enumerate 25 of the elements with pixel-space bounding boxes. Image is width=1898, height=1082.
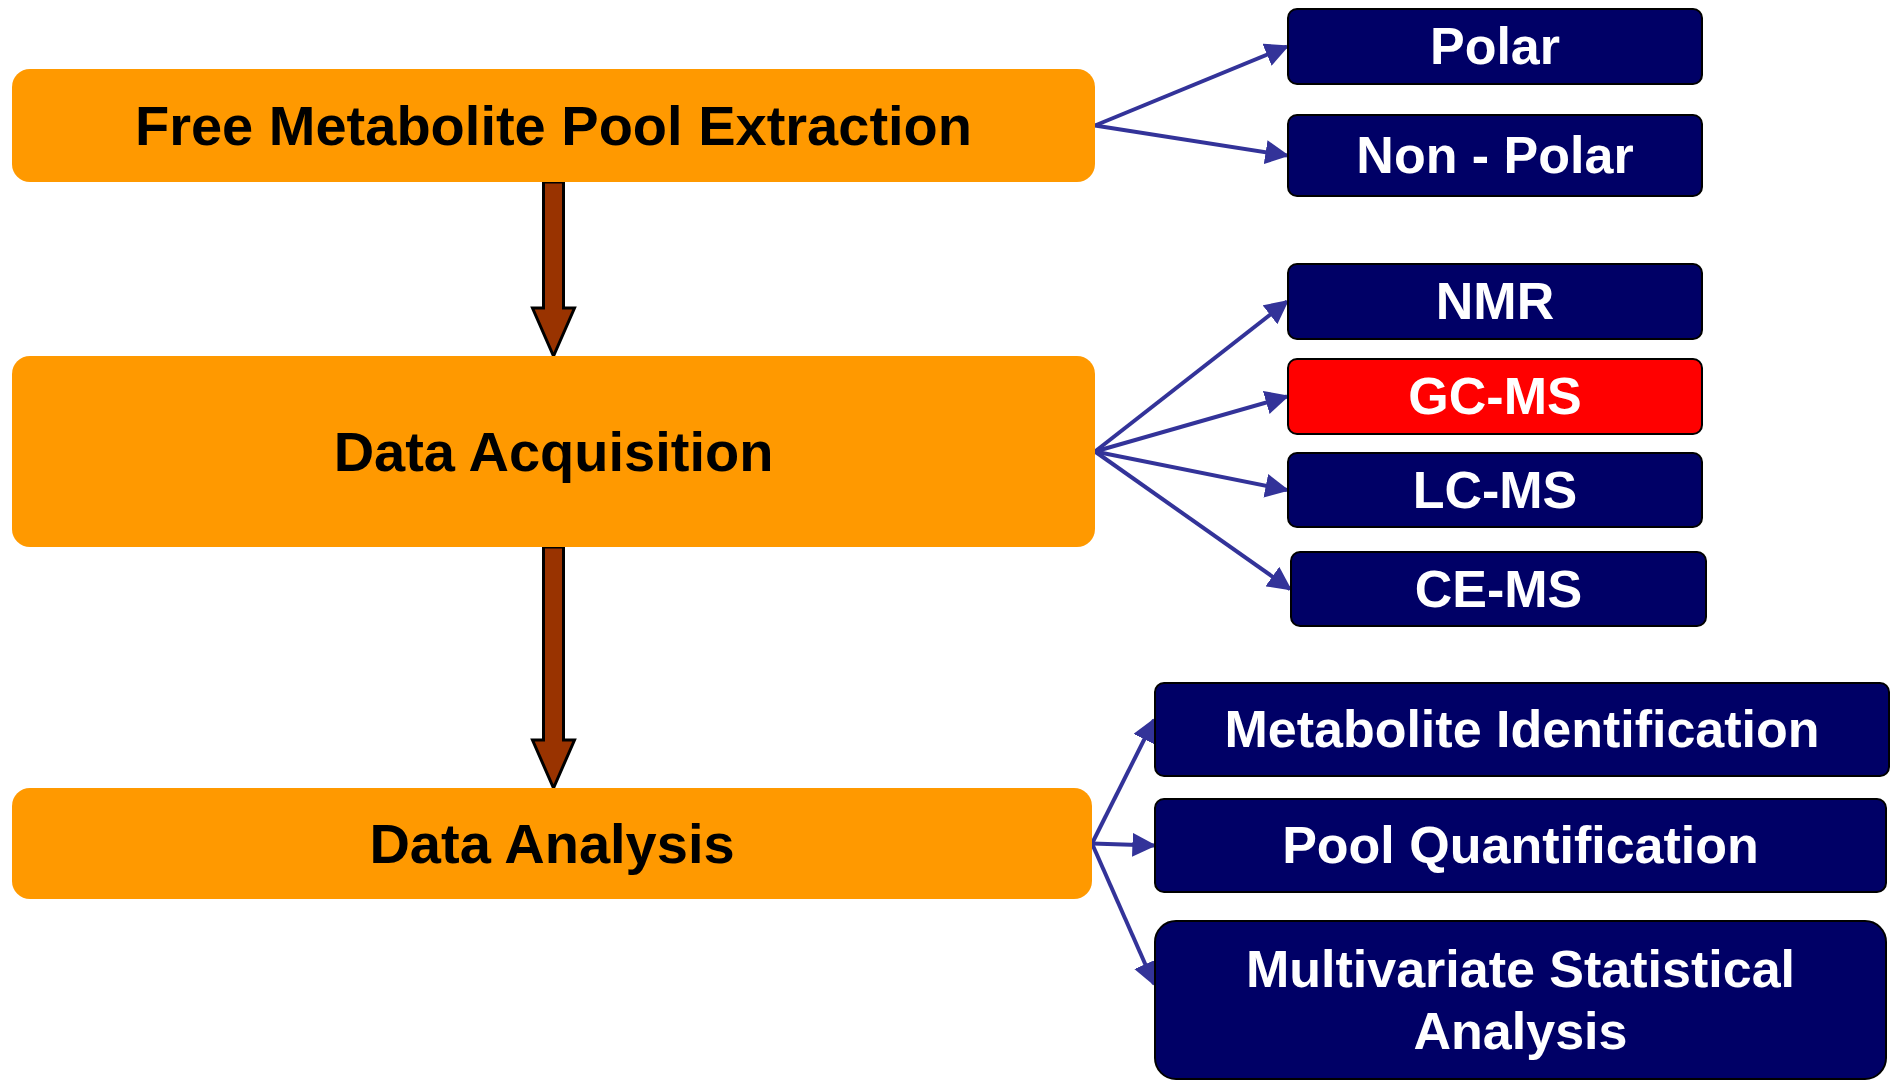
process-box [12,356,1095,547]
process-box [1287,263,1703,340]
process-box [1287,358,1703,435]
process-box [1154,682,1890,777]
box-label: Metabolite Identification [1224,699,1820,761]
process-box [12,69,1095,182]
process-box [1154,798,1887,893]
box-label: NMR [1435,271,1555,333]
box-label: Multivariate Statistical Analysis [1244,938,1797,1062]
box-label: LC-MS [1412,459,1578,521]
process-box [1290,551,1707,627]
process-box [1154,920,1887,1080]
box-label: Data Analysis [369,810,735,877]
box-label: CE-MS [1414,558,1583,620]
box-label: Non - Polar [1356,125,1634,187]
process-box [1287,8,1703,85]
box-label: Polar [1429,16,1561,78]
process-box [1287,114,1703,197]
arrow [1090,717,1156,845]
box-label: Free Metabolite Pool Extraction [134,92,972,159]
process-box [1287,452,1703,528]
box-label: Pool Quantification [1282,815,1759,877]
box-label: GC-MS [1408,366,1582,428]
box-label: Data Acquisition [333,418,774,485]
process-box [12,788,1092,899]
